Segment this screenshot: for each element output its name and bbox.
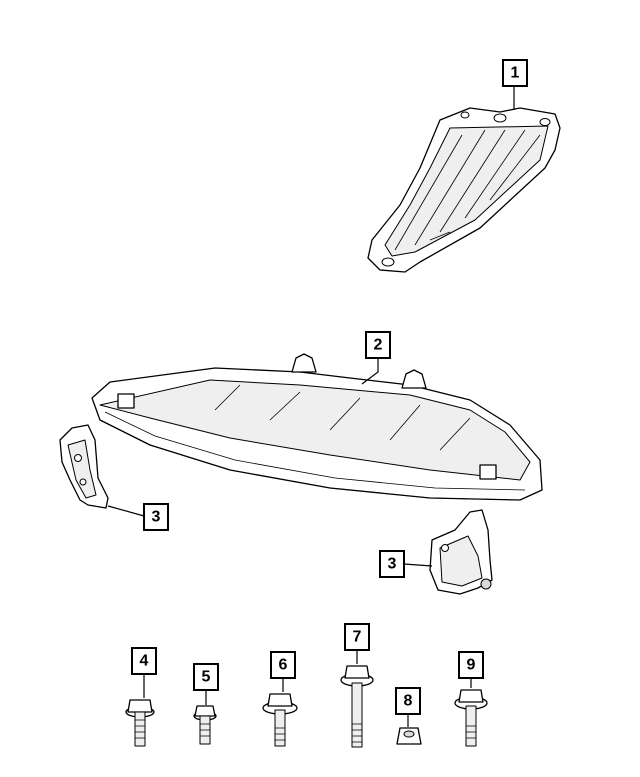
callout-3-left-text: 3 [152,509,161,526]
callout-6-text: 6 [279,657,288,674]
callout-8-text: 8 [404,693,413,710]
callout-2: 2 [365,331,391,359]
fastener-8-nut [396,727,422,745]
callout-1: 1 [502,59,528,87]
leader-3-left [107,505,145,517]
fastener-6-bolt [262,693,298,747]
callout-6: 6 [270,651,296,679]
callout-9: 9 [458,651,484,679]
callout-8: 8 [395,687,421,715]
fastener-7-bolt [340,665,374,748]
callout-2-text: 2 [374,337,383,354]
left-bracket-part [59,424,109,509]
skid-plate-part [367,107,561,273]
callout-4-text: 4 [140,653,149,670]
callout-5-text: 5 [202,669,211,686]
leader-2 [361,358,379,385]
callout-7: 7 [344,623,370,651]
callout-3-right-text: 3 [388,556,397,573]
callout-5: 5 [193,663,219,691]
callout-7-text: 7 [353,629,362,646]
fastener-9-bolt [454,689,488,747]
callout-3-left: 3 [143,503,169,531]
fastener-5-bolt [193,705,217,745]
callout-1-text: 1 [511,65,520,82]
fastener-4-bolt [125,699,155,747]
callout-4: 4 [131,647,157,675]
callout-3-right: 3 [379,550,405,578]
right-bracket-part [429,509,493,595]
callout-9-text: 9 [467,657,476,674]
leader-3-right [403,563,433,567]
front-undercover-part [91,353,543,501]
